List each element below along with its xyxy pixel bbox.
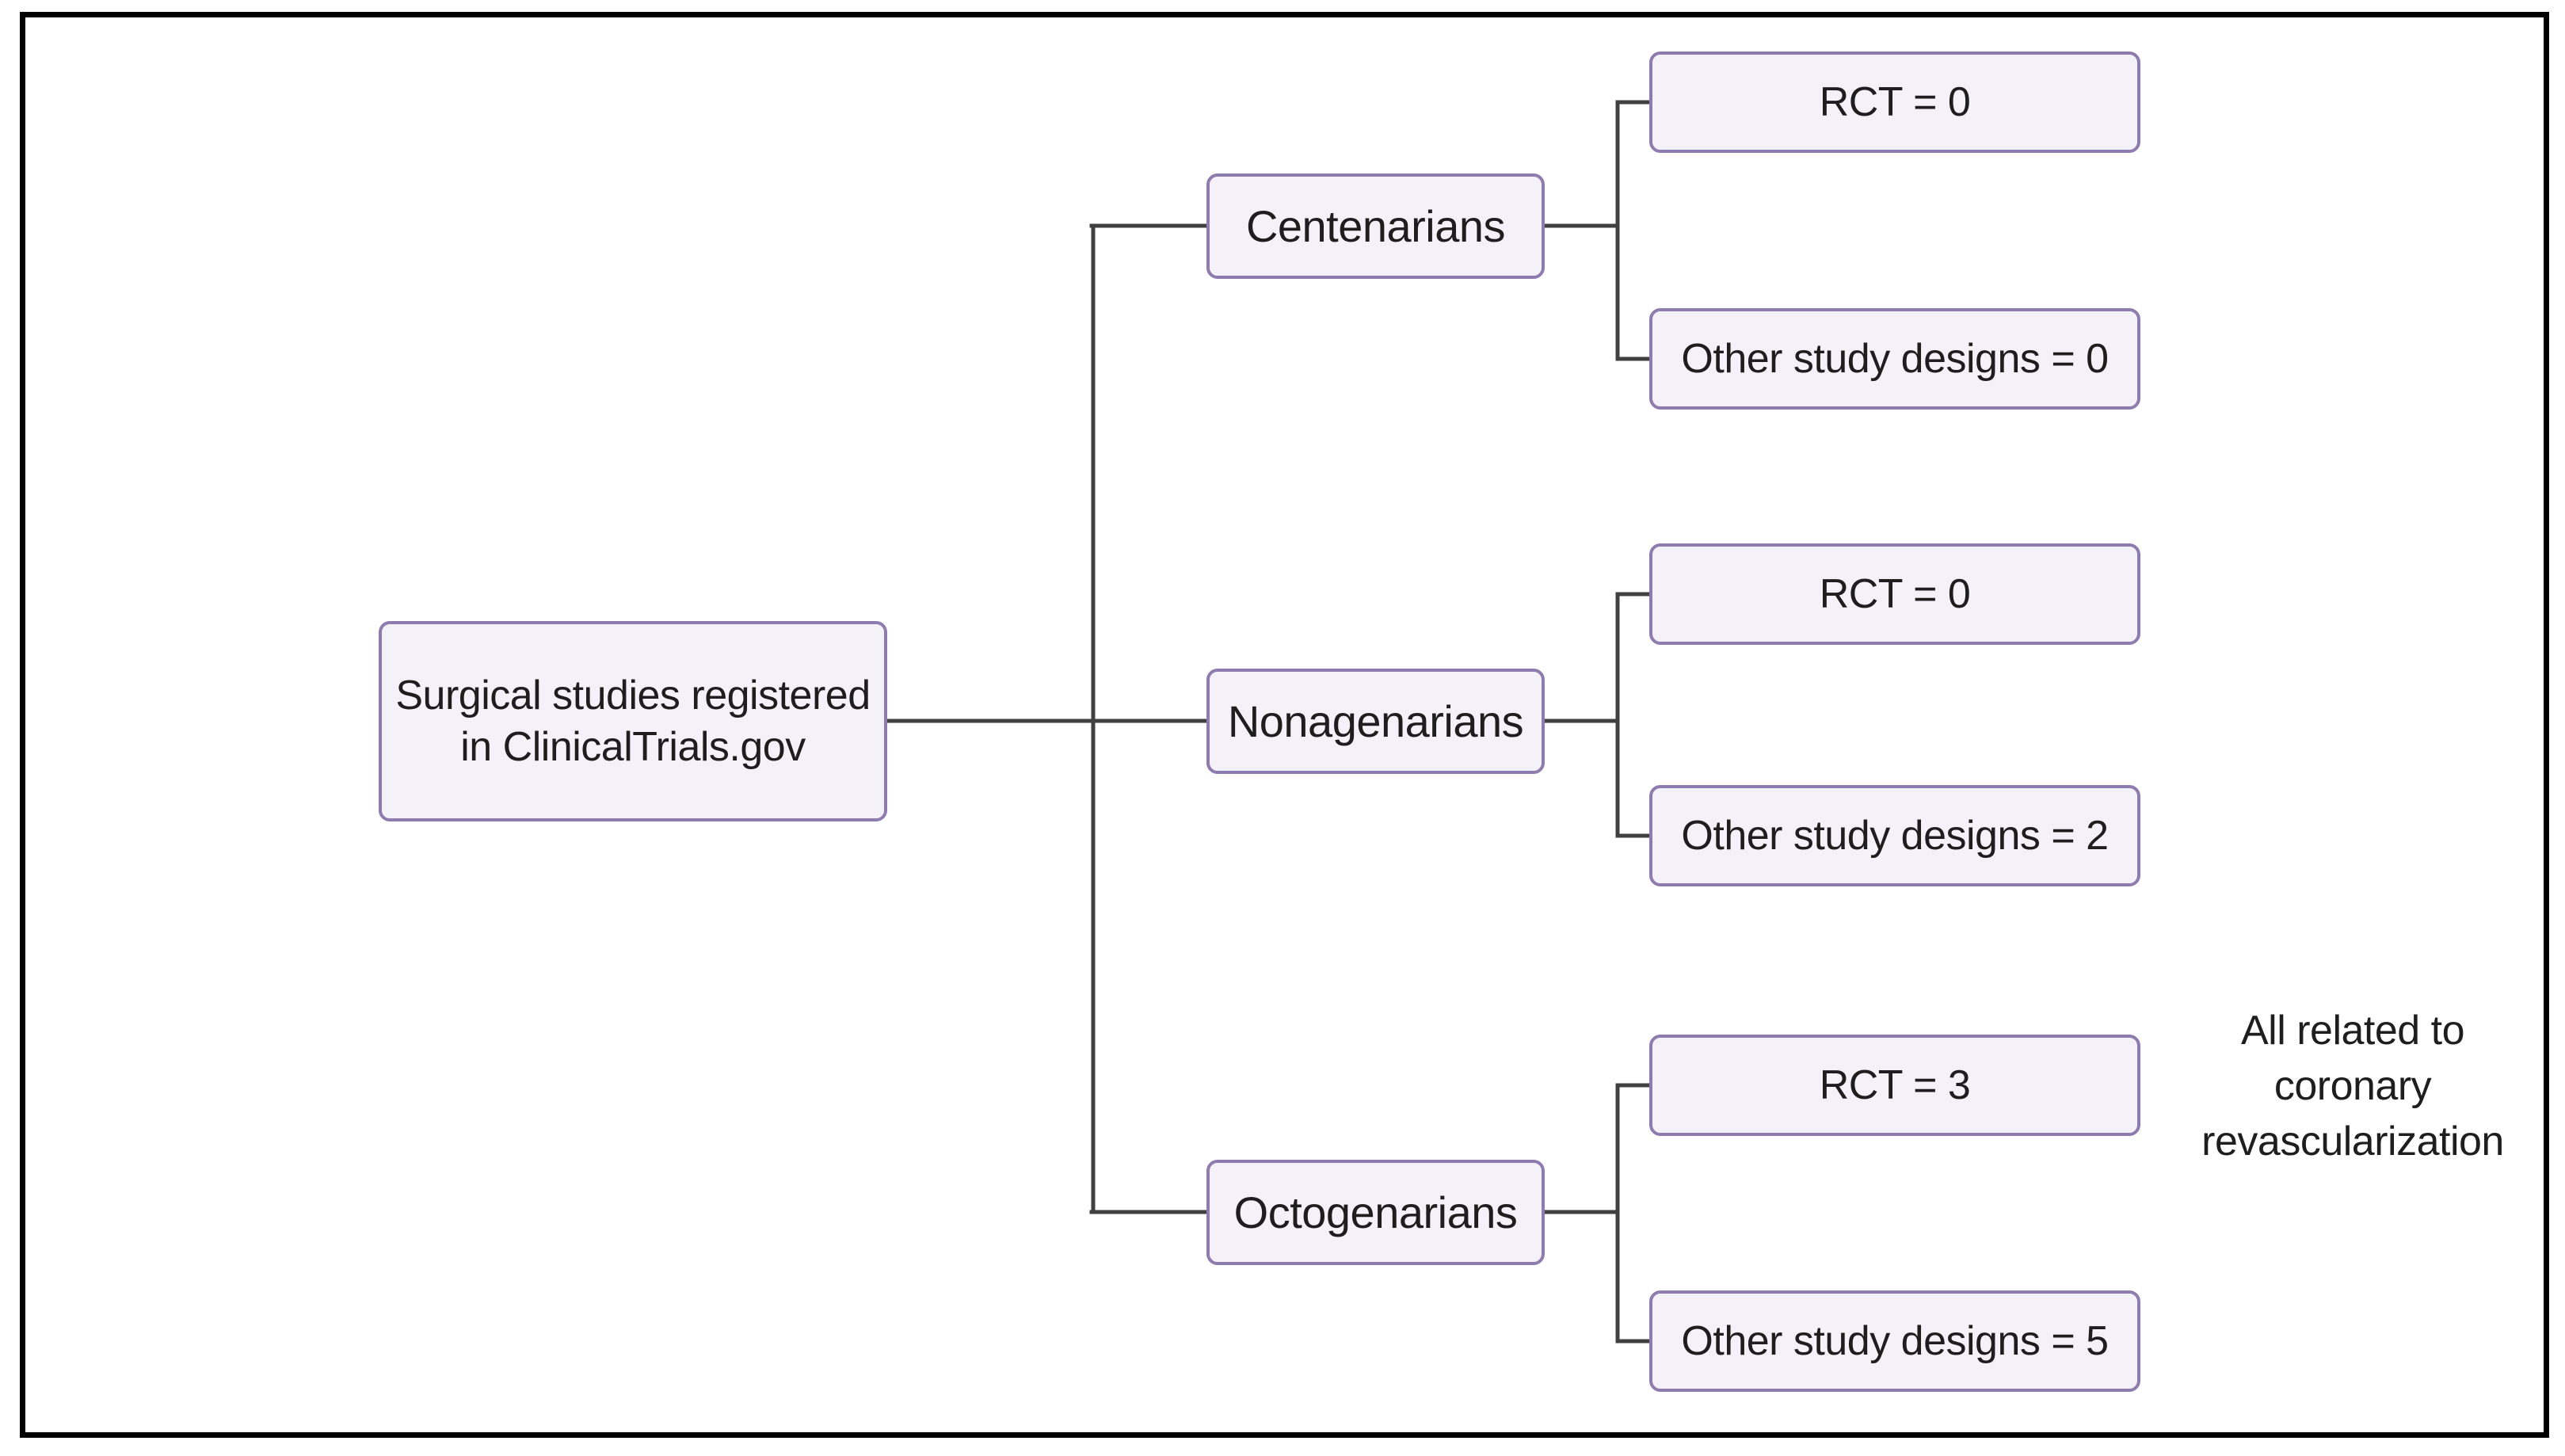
node-root-label-line1: Surgical studies registered [395, 672, 871, 718]
node-root-label: Surgical studies registered in ClinicalT… [395, 670, 871, 773]
connector-centenarians-children [1542, 100, 1652, 361]
node-branch-centenarians-label: Centenarians [1245, 200, 1506, 251]
node-branch-nonagenarians: Nonagenarians [1206, 669, 1545, 774]
node-branch-nonagenarians-label: Nonagenarians [1227, 696, 1524, 746]
node-octogenarians-rct: RCT = 3 [1649, 1035, 2140, 1136]
node-octogenarians-other-designs: Other study designs = 5 [1649, 1290, 2140, 1392]
node-branch-octogenarians: Octogenarians [1206, 1160, 1545, 1265]
node-octogenarians-other-designs-label: Other study designs = 5 [1681, 1317, 2109, 1364]
node-root-surgical-studies: Surgical studies registered in ClinicalT… [379, 621, 887, 821]
diagram-border-frame [20, 12, 2549, 1438]
node-root-label-line2: in ClinicalTrials.gov [460, 723, 806, 770]
node-branch-centenarians: Centenarians [1206, 173, 1545, 279]
connector-octogenarians-children [1542, 1083, 1652, 1344]
node-centenarians-rct-label: RCT = 0 [1819, 78, 1971, 125]
node-nonagenarians-rct-label: RCT = 0 [1819, 570, 1971, 617]
connector-nonagenarians-children [1542, 592, 1652, 838]
node-centenarians-other-designs-label: Other study designs = 0 [1681, 335, 2109, 382]
node-nonagenarians-other-designs-label: Other study designs = 2 [1681, 812, 2109, 859]
node-centenarians-rct: RCT = 0 [1649, 51, 2140, 153]
node-centenarians-other-designs: Other study designs = 0 [1649, 308, 2140, 410]
node-nonagenarians-rct: RCT = 0 [1649, 543, 2140, 645]
node-branch-octogenarians-label: Octogenarians [1233, 1187, 1518, 1237]
node-octogenarians-rct-label: RCT = 3 [1819, 1062, 1971, 1108]
annotation-coronary-revascularization: All related to coronary revascularizatio… [2201, 1008, 2504, 1165]
node-nonagenarians-other-designs: Other study designs = 2 [1649, 785, 2140, 886]
